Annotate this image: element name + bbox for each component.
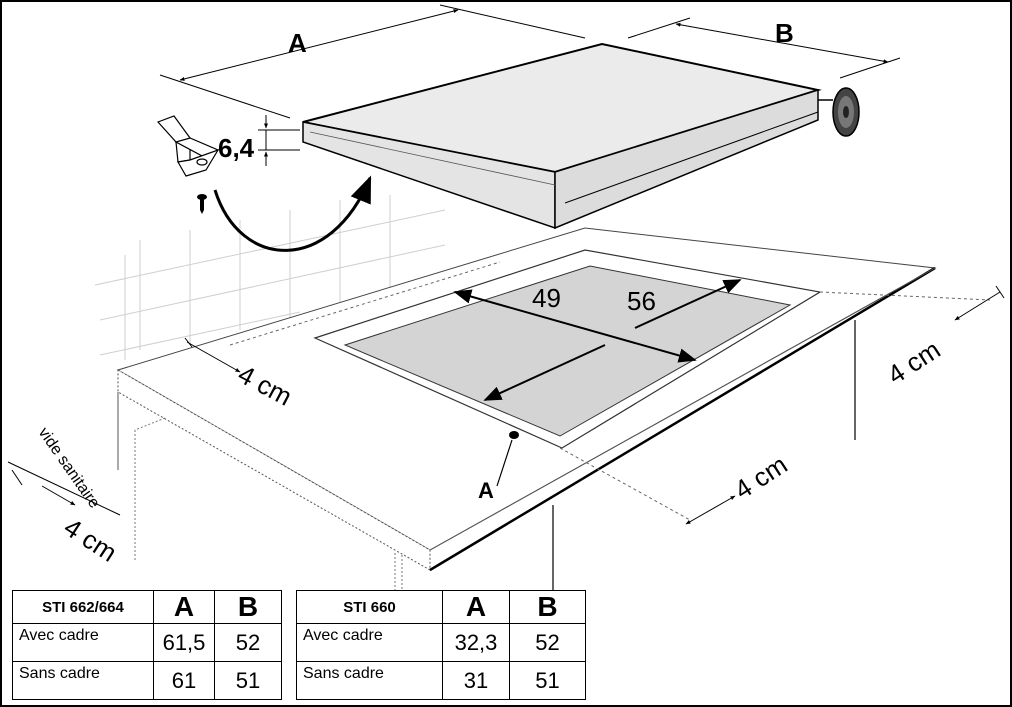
table-col-a: A: [153, 590, 215, 624]
table-cell: 51: [214, 661, 282, 700]
vide-sanitaire-label: vide sanitaire: [35, 425, 103, 512]
dimension-A-label: A: [288, 28, 307, 58]
table-cell: 52: [509, 623, 586, 662]
point-A-marker: [509, 431, 519, 439]
table-cell: 61: [153, 661, 215, 700]
clearance-back-dim: [954, 285, 1005, 321]
table-col-a: A: [442, 590, 510, 624]
arrow-49: [453, 289, 697, 363]
table-cell: 61,5: [153, 623, 215, 662]
dimension-B-label: B: [775, 18, 794, 48]
table-row-label: Avec cadre: [296, 623, 443, 662]
thickness-label: 6,4: [218, 133, 255, 163]
clearance-front-label: 4 cm: [729, 449, 793, 505]
hob: [302, 42, 822, 230]
clearance-bottom-dim: [7, 461, 121, 516]
dimension-A: [159, 4, 586, 119]
clearance-back-label: 4 cm: [882, 334, 946, 390]
table-cell: 51: [509, 661, 586, 700]
table-row-label: Sans cadre: [12, 661, 154, 700]
table-cell: 31: [442, 661, 510, 700]
mounting-bracket-icon: [156, 115, 220, 177]
table-sti-660: STI 660 A B Avec cadre 32,3 52 Sans cadr…: [296, 590, 586, 700]
arrow-56-b: [634, 279, 742, 329]
clearance-bottom-label: 4 cm: [59, 512, 123, 568]
screw-icon: [197, 194, 207, 214]
table-model-label: STI 662/664: [12, 590, 154, 624]
thickness-dim: [258, 115, 300, 166]
table-row-label: Sans cadre: [296, 661, 443, 700]
point-A-label: A: [478, 478, 494, 503]
wall-tiles: [94, 195, 446, 360]
table-col-b: B: [214, 590, 282, 624]
table-row-label: Avec cadre: [12, 623, 154, 662]
dimension-B: [627, 17, 901, 79]
cable-roll-icon: [818, 87, 860, 137]
table-cell: 52: [214, 623, 282, 662]
table-cell: 32,3: [442, 623, 510, 662]
clearance-front-dim: [685, 495, 736, 525]
clearance-left-dim: [184, 337, 241, 373]
insert-arrow: [213, 175, 372, 252]
cutout-width-label: 56: [627, 286, 656, 316]
cutout-depth-label: 49: [532, 283, 561, 313]
table-col-b: B: [509, 590, 586, 624]
table-model-label: STI 660: [296, 590, 443, 624]
arrow-56: [483, 344, 606, 401]
table-sti-662-664: STI 662/664 A B Avec cadre 61,5 52 Sans …: [12, 590, 282, 700]
cutout-arrows: [453, 279, 742, 401]
